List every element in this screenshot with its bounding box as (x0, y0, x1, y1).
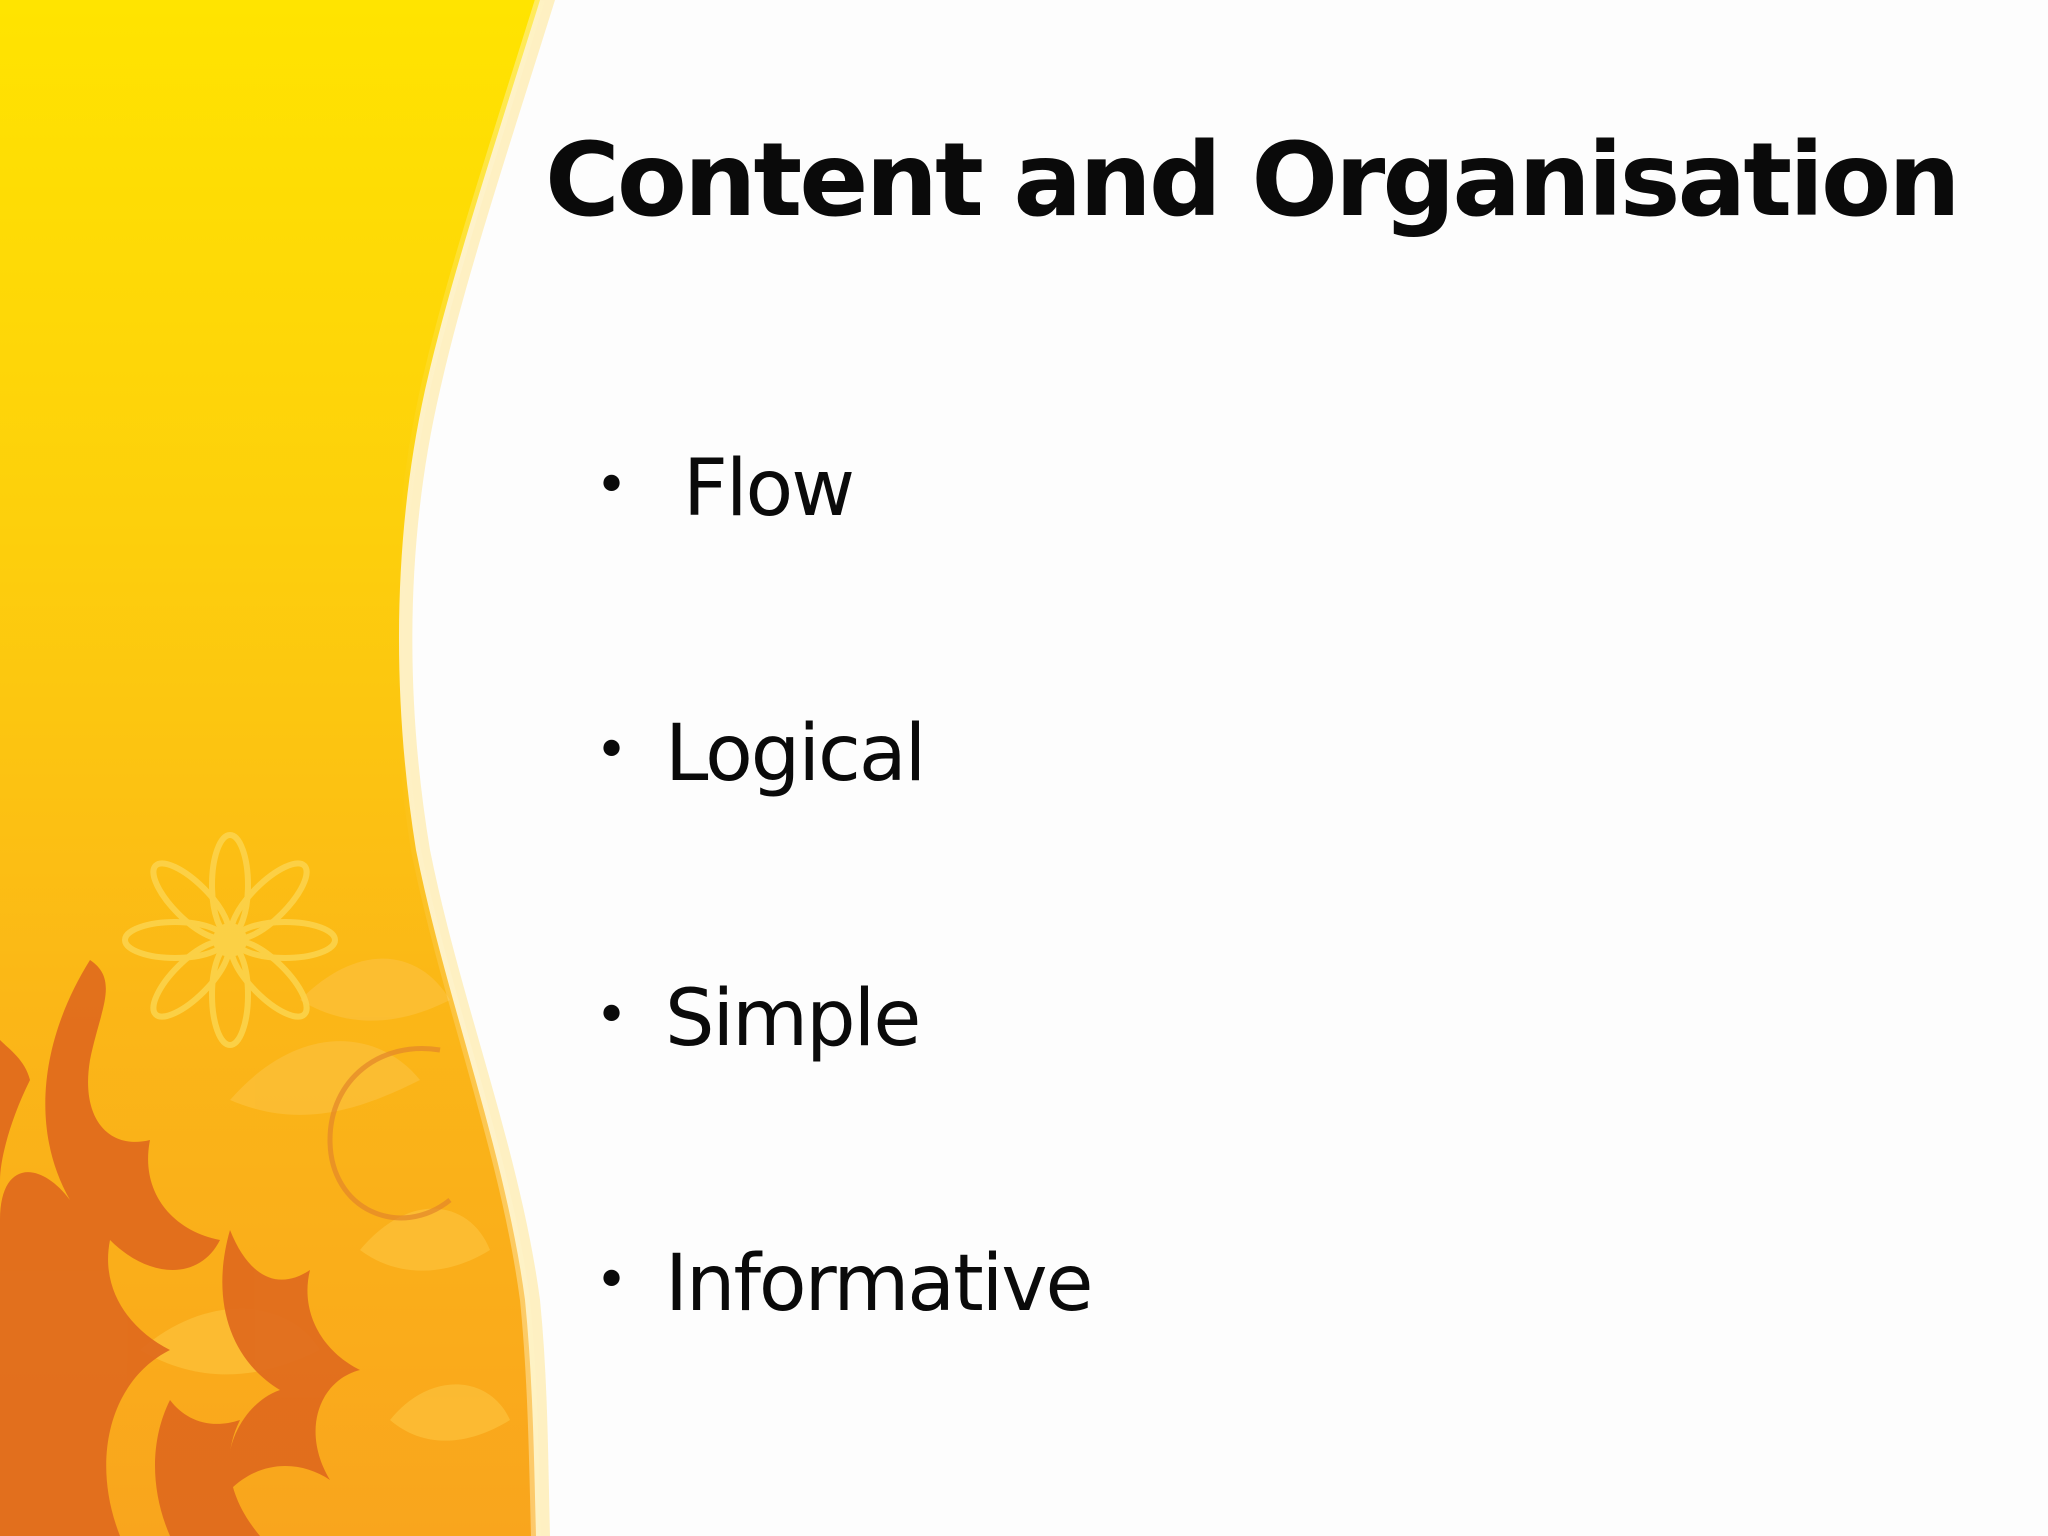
bullet-item-flow: •Flow (595, 450, 855, 528)
panel-edge-highlight (393, 0, 545, 1536)
bullet-item-logical: •Logical (595, 715, 926, 793)
bullet-text: Simple (665, 974, 921, 1064)
bullet-item-informative: •Informative (595, 1245, 1093, 1323)
orange-flame-flourish-icon (0, 960, 360, 1536)
bullet-marker: • (595, 717, 628, 783)
bullet-marker: • (595, 452, 628, 518)
vine-curl (327, 1046, 452, 1221)
bullet-item-simple: •Simple (595, 980, 921, 1058)
bullet-marker: • (595, 982, 628, 1048)
bullet-text: Flow (683, 444, 855, 534)
slide-title: Content and Organisation (545, 121, 1961, 240)
bullet-marker: • (595, 1247, 628, 1313)
flower-icon (122, 832, 338, 1048)
bullet-text: Logical (665, 709, 926, 799)
bullet-text: Informative (665, 1239, 1093, 1329)
